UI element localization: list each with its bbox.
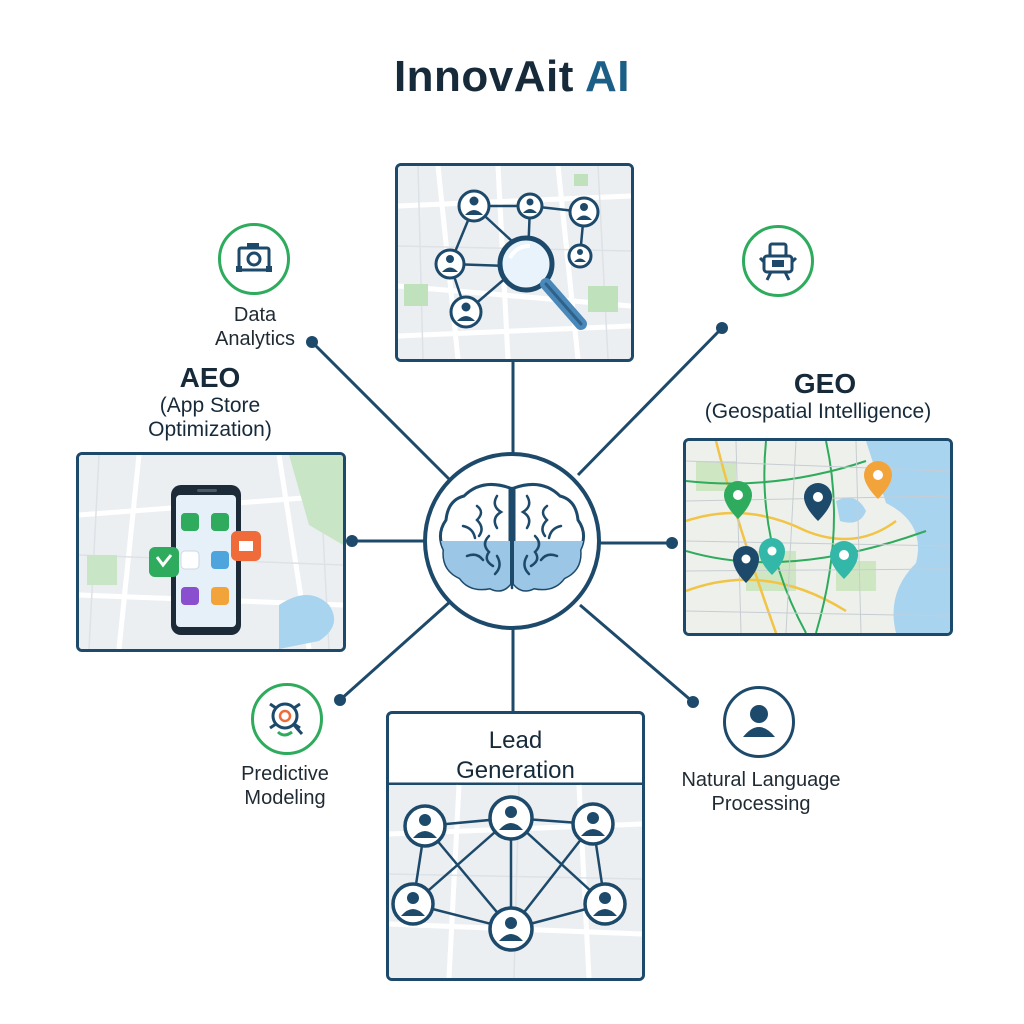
data-analytics-label: Data Analytics — [190, 303, 320, 351]
connector-dot — [346, 535, 358, 547]
data-analytics-icon-circle — [218, 223, 290, 295]
top-map-panel — [395, 163, 634, 362]
smartphone-apps-icon — [79, 455, 343, 649]
camera-analytics-icon — [236, 243, 272, 272]
connector-dot — [716, 322, 728, 334]
connector-dot — [666, 537, 678, 549]
lead-title: Lead Generation — [389, 726, 642, 786]
predictive-line1: Predictive — [241, 763, 329, 785]
aeo-title: AEO — [179, 362, 241, 393]
geo-panel — [683, 438, 953, 636]
people-network-icon — [389, 782, 642, 978]
aeo-subtitle: (App Store Optimization) — [120, 394, 300, 442]
aeo-sub-line2: Optimization) — [148, 418, 272, 441]
predictive-line2: Modeling — [244, 787, 326, 809]
data-analytics-line2: Analytics — [214, 328, 296, 350]
page-title: InnovAit AI — [0, 52, 1024, 102]
connector-predictive — [339, 598, 453, 702]
geo-subtitle: (Geospatial Intelligence) — [704, 400, 932, 423]
lead-panel: Lead Generation — [386, 711, 645, 981]
title-accent: AI — [585, 52, 631, 101]
connector-nlp — [579, 603, 694, 704]
nlp-line1: Natural Language — [681, 769, 841, 791]
map-pins-icon — [686, 441, 950, 633]
lead-title-line1: Lead — [488, 727, 543, 754]
predictive-gear-icon — [269, 702, 304, 737]
magnifier-network-icon — [398, 166, 631, 359]
connector-data-analytics — [310, 340, 452, 482]
predictive-label: Predictive Modeling — [215, 762, 355, 810]
nlp-label: Natural Language Processing — [668, 768, 854, 816]
aeo-panel — [76, 452, 346, 652]
connector-dot — [306, 336, 318, 348]
nlp-icon-circle — [723, 686, 795, 758]
connector-dot — [334, 694, 346, 706]
lead-title-line2: Generation — [456, 757, 575, 784]
center-brain-circle — [423, 452, 601, 630]
nlp-line2: Processing — [711, 793, 811, 815]
user-icon — [743, 705, 775, 737]
top-right-icon-circle — [742, 225, 814, 297]
geo-title: GEO — [793, 368, 857, 399]
predictive-icon-circle — [251, 683, 323, 755]
title-main: InnovAit — [393, 52, 574, 101]
data-analytics-line1: Data — [233, 304, 277, 326]
robot-icon — [758, 242, 798, 281]
connector-dot — [687, 696, 699, 708]
connector-top-right — [576, 326, 724, 477]
aeo-sub-line1: (App Store — [159, 394, 261, 417]
brain-icon — [439, 482, 585, 592]
